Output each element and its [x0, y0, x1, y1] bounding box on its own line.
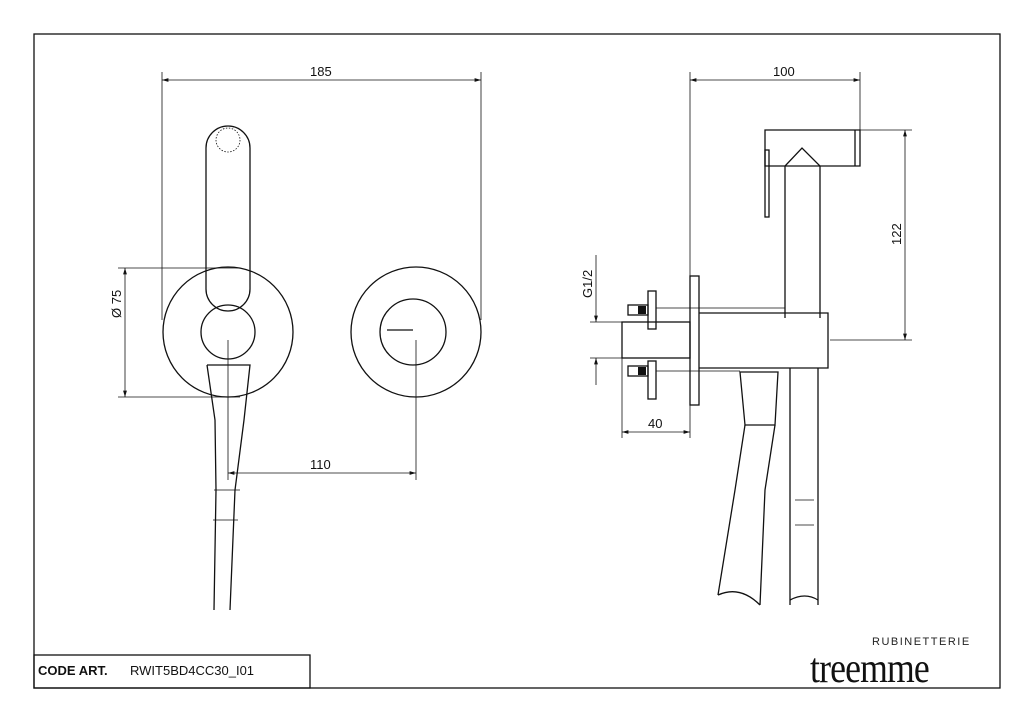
- dim-122: 122: [889, 223, 904, 245]
- side-view: 100 122 G1/2 40: [580, 64, 912, 606]
- dim-40: 40: [648, 416, 662, 431]
- code-art-value: RWIT5BD4CC30_I01: [130, 663, 255, 678]
- dim-diameter-75: Ø 75: [109, 290, 124, 318]
- dim-g12: G1/2: [580, 270, 595, 298]
- dim-100: 100: [773, 64, 795, 79]
- drawing-frame: [33, 33, 1001, 689]
- title-block: [33, 654, 311, 689]
- dim-185: 185: [310, 64, 332, 79]
- dim-110: 110: [310, 457, 331, 472]
- hand-shower: [205, 125, 251, 312]
- front-view: 185 Ø 75 110: [109, 64, 482, 611]
- code-art-label: CODE ART.: [38, 663, 108, 678]
- brand-logo: treemme: [810, 646, 930, 692]
- brand-subtitle: RUBINETTERIE: [872, 636, 971, 648]
